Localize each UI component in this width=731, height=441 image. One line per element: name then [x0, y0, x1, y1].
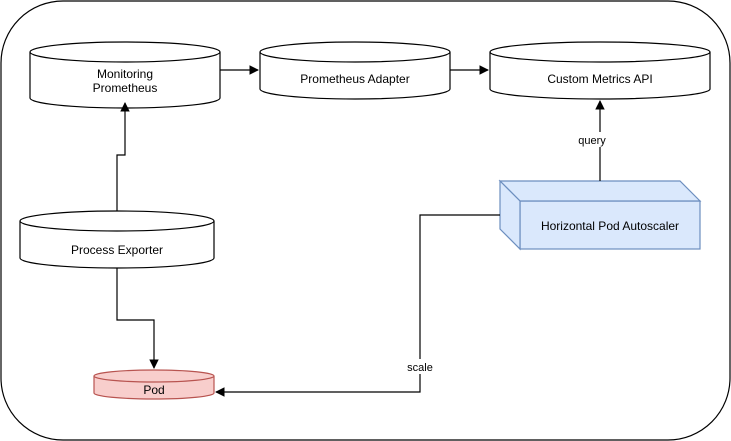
node-prometheus-adapter[interactable]: Prometheus Adapter [259, 41, 451, 100]
hpa-label: Horizontal Pod Autoscaler [541, 219, 679, 233]
edge-exporter-to-monitoring [116, 102, 130, 211]
edge-label-query: query [578, 135, 606, 147]
process-exporter-label: Process Exporter [71, 243, 163, 257]
node-custom-metrics-api[interactable]: Custom Metrics API [489, 41, 711, 100]
edge-hpa-to-pod [215, 214, 500, 397]
node-pod[interactable]: Pod [93, 369, 215, 400]
monitoring-label-line2: Prometheus [93, 81, 158, 95]
pod-label: Pod [143, 383, 164, 397]
node-process-exporter[interactable]: Process Exporter [19, 210, 215, 269]
edge-label-scale: scale [407, 362, 433, 374]
monitoring-label-line1: Monitoring [97, 67, 153, 81]
custom-metrics-label: Custom Metrics API [547, 72, 652, 86]
node-horizontal-pod-autoscaler[interactable]: Horizontal Pod Autoscaler [498, 179, 702, 251]
adapter-label: Prometheus Adapter [300, 72, 409, 86]
node-monitoring-prometheus[interactable]: Monitoring Prometheus [29, 41, 221, 109]
edge-exporter-to-pod [116, 268, 159, 369]
